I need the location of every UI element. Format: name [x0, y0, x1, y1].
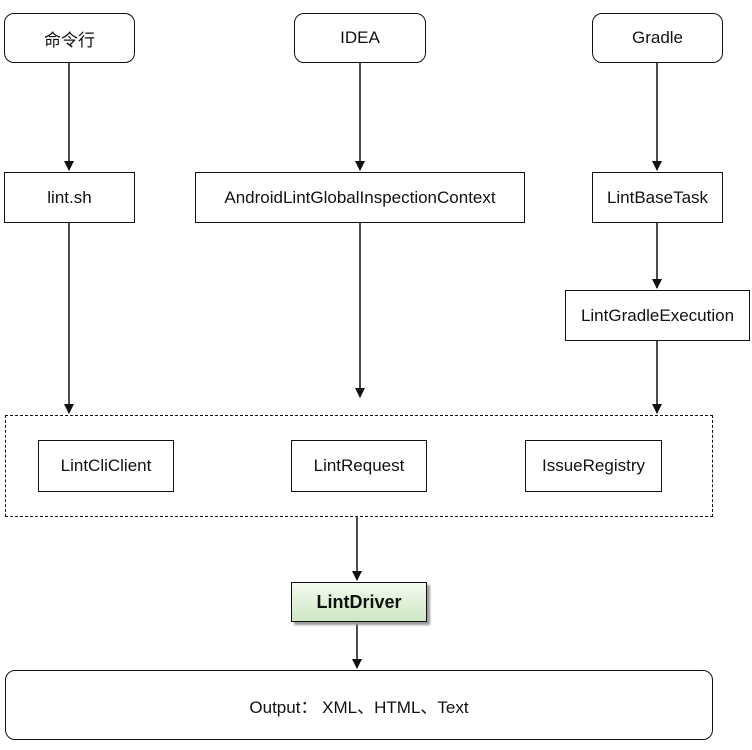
node-gradle-label: Gradle [631, 28, 684, 47]
node-cmdline: 命令行 [4, 13, 135, 63]
node-idea-context-label: AndroidLintGlobalInspectionContext [224, 187, 496, 207]
node-lint-sh: lint.sh [4, 172, 135, 223]
node-lint-gradle-execution-label: LintGradleExecution [580, 305, 735, 325]
node-lint-cli-client-label: LintCliClient [60, 456, 152, 475]
node-output: Output： XML、HTML、Text [5, 670, 713, 740]
node-lint-base-task-label: LintBaseTask [606, 187, 709, 207]
node-lint-request-label: LintRequest [313, 456, 405, 475]
node-lint-base-task: LintBaseTask [592, 172, 723, 223]
node-idea: IDEA [294, 13, 426, 63]
node-lint-cli-client: LintCliClient [38, 440, 174, 492]
node-lint-driver: LintDriver [291, 582, 427, 622]
node-lint-request: LintRequest [291, 440, 427, 492]
node-lint-driver-label: LintDriver [316, 591, 402, 612]
node-output-label: Output： XML、HTML、Text [249, 697, 469, 717]
node-issue-registry: IssueRegistry [525, 440, 662, 492]
node-lint-sh-label: lint.sh [47, 187, 92, 207]
node-cmdline-label: 命令行 [44, 30, 95, 50]
node-idea-label: IDEA [340, 28, 380, 47]
node-gradle: Gradle [592, 13, 723, 63]
node-idea-context: AndroidLintGlobalInspectionContext [195, 172, 525, 223]
node-issue-registry-label: IssueRegistry [542, 456, 645, 475]
node-lint-gradle-execution: LintGradleExecution [565, 290, 750, 341]
core-group-container [5, 415, 713, 517]
